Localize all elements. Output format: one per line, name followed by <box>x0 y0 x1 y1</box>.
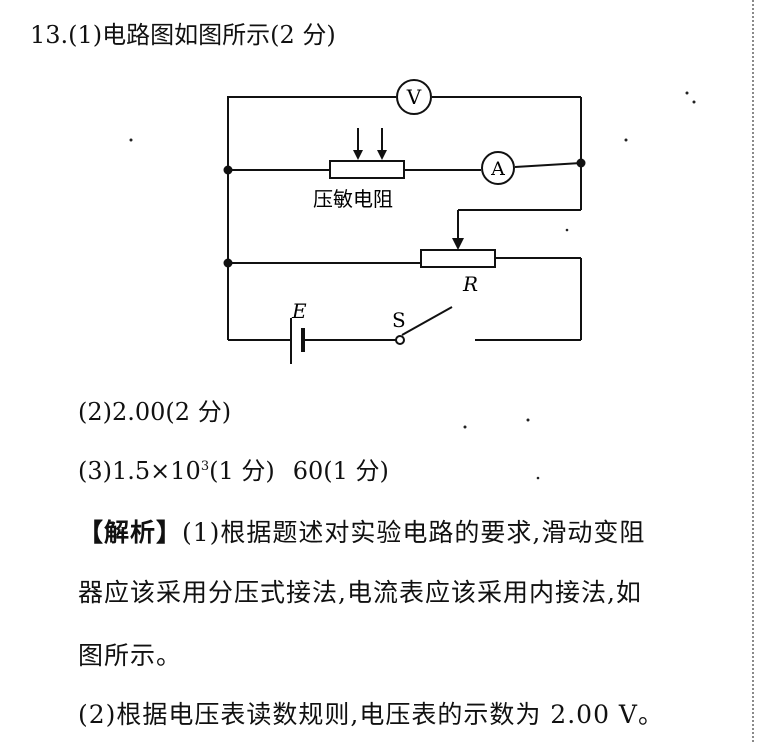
wiper-arrowhead <box>452 238 464 250</box>
answer-part-3-score: (1 分) <box>209 457 275 485</box>
explanation-line-2: 器应该采用分压式接法,电流表应该采用内接法,如 <box>78 578 642 607</box>
junction-left-lower <box>223 258 233 268</box>
answer-part-2: (2)2.00(2 分) <box>78 398 232 426</box>
answer-part-3-exponent: 3 <box>200 459 210 474</box>
rheostat-label: R <box>462 272 478 296</box>
wire-voltmeter-left <box>227 96 396 170</box>
page-edge-dotted-border <box>752 0 754 742</box>
switch-pivot <box>395 335 405 345</box>
pressure-arrowhead-2 <box>377 150 387 160</box>
explanation-tag: 【解析】 <box>78 518 183 547</box>
explanation-line-3: 图所示。 <box>78 641 183 670</box>
switch-label: S <box>392 308 406 332</box>
answer-part-3: (3)1.5×103(1 分) 60(1 分) <box>78 456 389 486</box>
question-title: 13.(1)电路图如图所示(2 分) <box>30 21 336 49</box>
junction-right <box>576 158 586 168</box>
junction-left-upper <box>223 165 233 175</box>
explanation-line-4: (2)根据电压表读数规则,电压表的示数为 2.00 V。 <box>78 700 664 729</box>
pressure-sensor-resistor <box>329 160 405 179</box>
explanation-line-1-text: (1)根据题述对实验电路的要求,滑动变阻 <box>182 518 646 547</box>
wire-ammeter-right <box>514 162 582 168</box>
answer-part-3-value: (3)1.5×10 <box>78 457 201 485</box>
ammeter <box>481 151 515 185</box>
rheostat-resistor <box>420 249 496 268</box>
switch-blade <box>401 306 453 336</box>
voltmeter <box>396 79 432 115</box>
explanation-line-1: 【解析】(1)根据题述对实验电路的要求,滑动变阻 <box>78 518 645 548</box>
battery-label: E <box>291 299 307 323</box>
pressure-arrowhead-1 <box>353 150 363 160</box>
voltmeter-label: V <box>406 85 422 109</box>
pressure-sensor-label: 压敏电阻 <box>313 187 393 211</box>
ammeter-label: A <box>490 158 505 180</box>
answer-part-3-second: 60(1 分) <box>292 457 389 485</box>
